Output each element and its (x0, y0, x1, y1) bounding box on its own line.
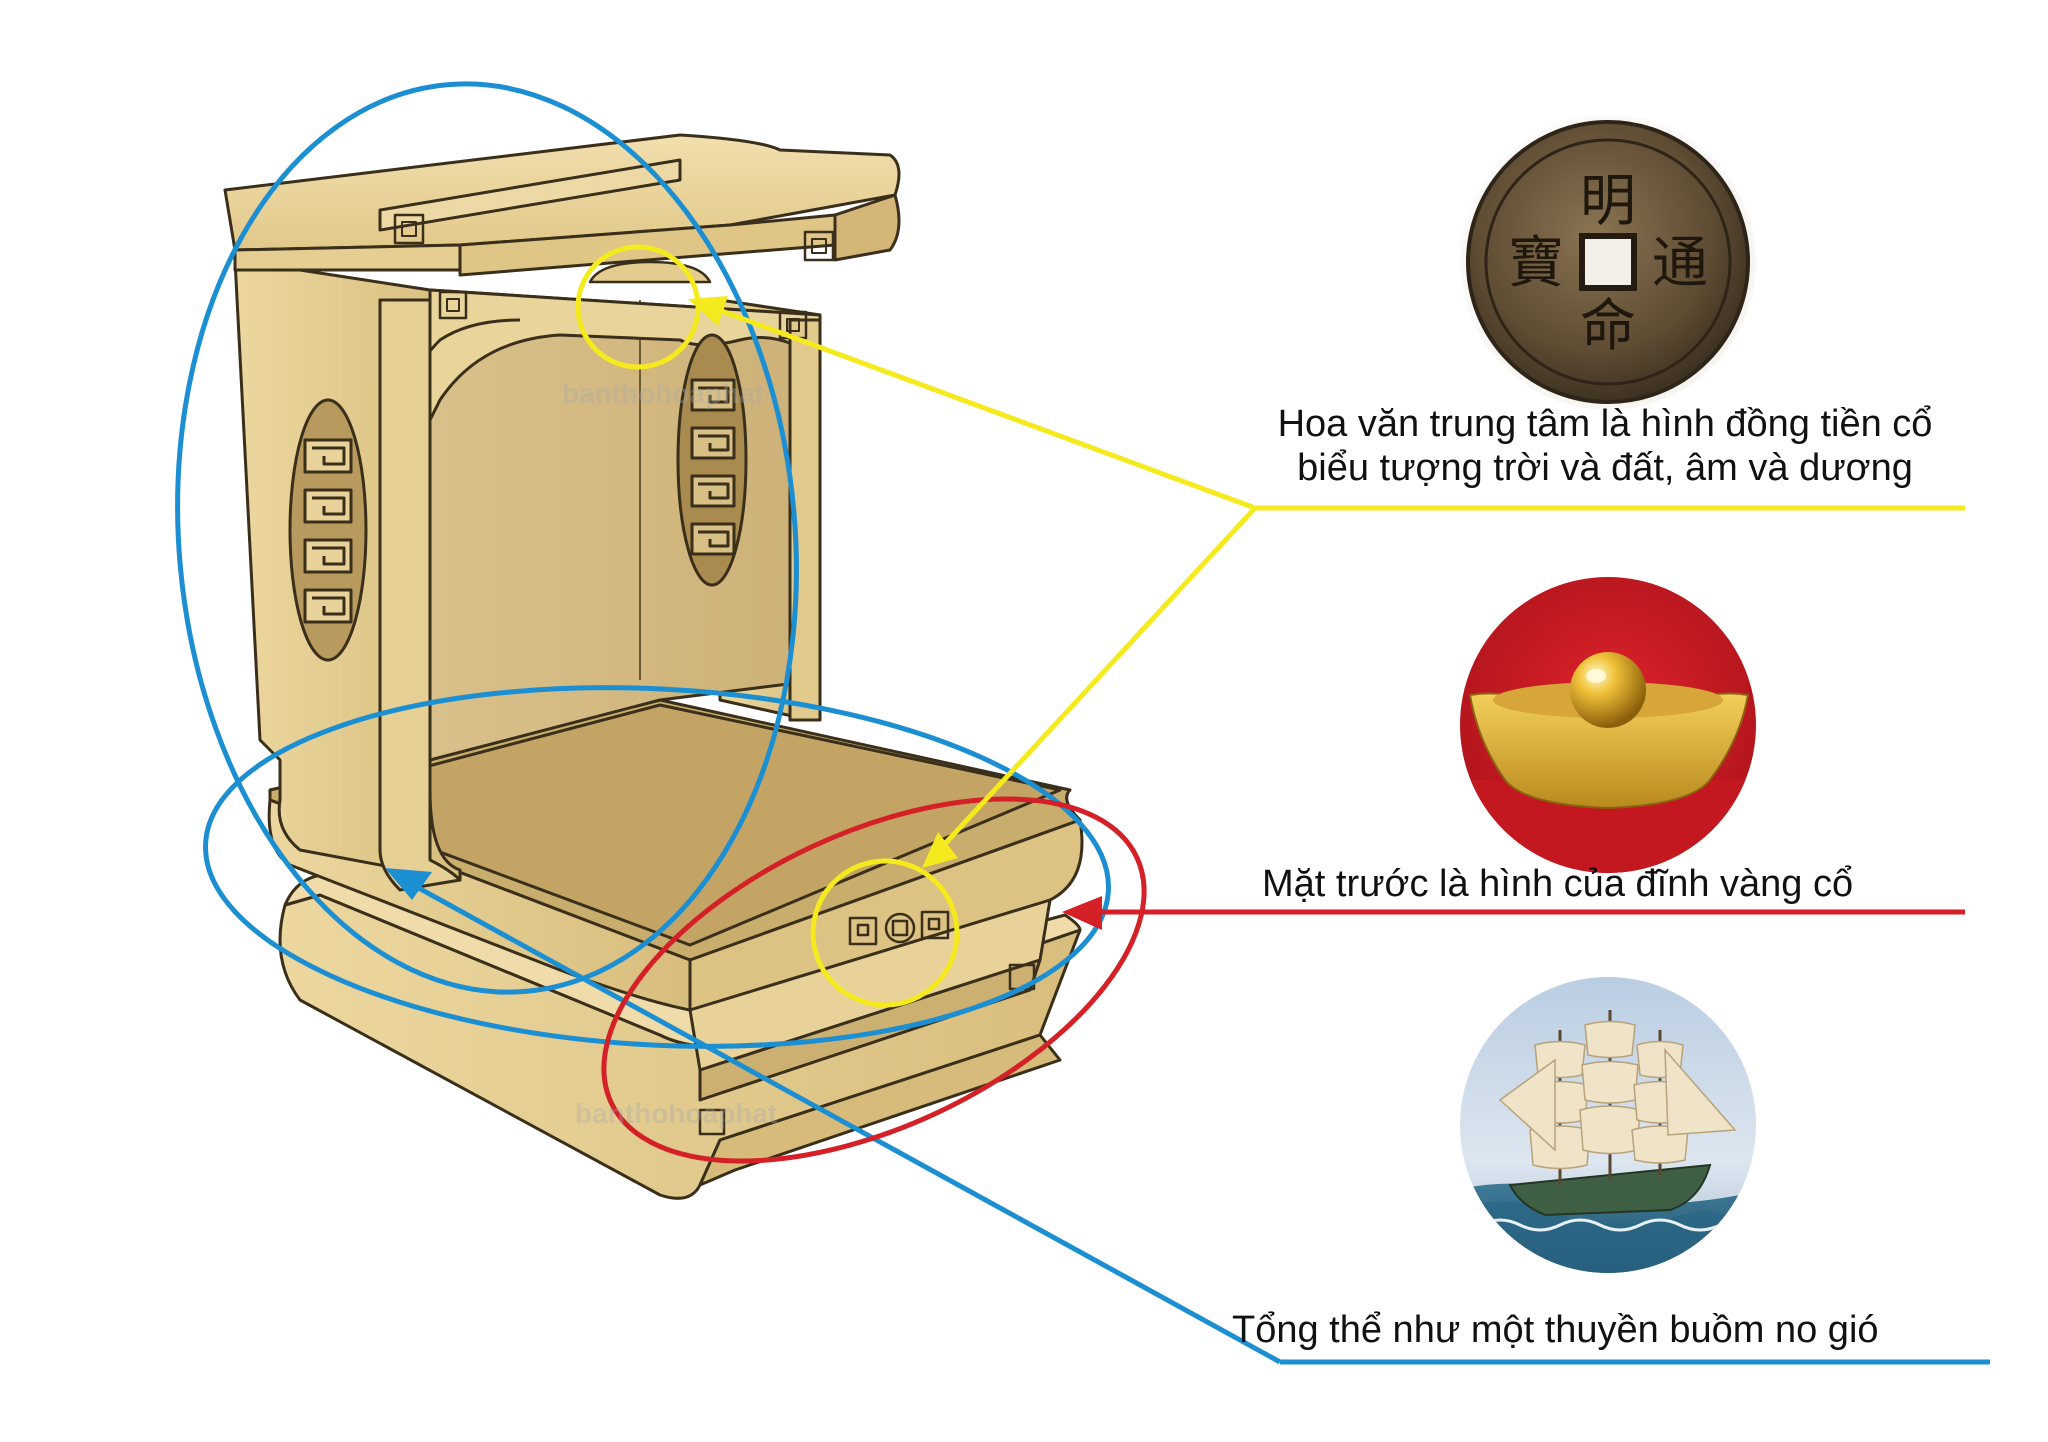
front-coin-motif (848, 910, 950, 946)
altar (223, 133, 1084, 1200)
watermark-2: banthohoaphat (575, 1098, 778, 1129)
yellow-arrowhead-top (688, 296, 728, 326)
caption-coin-line2: biểu tượng trời và đất, âm và dương (1297, 447, 1913, 489)
red-arrowhead (1062, 896, 1102, 930)
coin-icon (1460, 114, 1756, 410)
gold-ingot-icon (1460, 577, 1756, 873)
yellow-callout (575, 244, 1965, 1008)
blue-callout (175, 81, 1990, 1365)
caption-ship: Tổng thể như một thuyền buồm no gió (1232, 1309, 1879, 1351)
blue-ellipse-lower (203, 685, 1111, 1049)
coin-char-top: 明 (1580, 169, 1636, 234)
watermark-1: banthohoaphat (562, 378, 765, 409)
coin-char-left: 寶 (1508, 231, 1564, 296)
red-ellipse (601, 796, 1147, 1164)
coin-char-bottom: 命 (1580, 294, 1636, 359)
sailing-ship-icon (1460, 977, 1756, 1273)
blue-ellipse-upper (175, 81, 799, 995)
caption-coin: Hoa văn trung tâm là hình đồng tiền cổ b… (1225, 402, 1985, 490)
caption-coin-line1: Hoa văn trung tâm là hình đồng tiền cổ (1277, 403, 1933, 445)
back-carving (676, 333, 748, 587)
yellow-circle-front (810, 858, 960, 1008)
yellow-arrowhead-front (922, 832, 958, 868)
caption-ingot: Mặt trước là hình của đĩnh vàng cổ (1262, 863, 1854, 905)
red-callout (601, 796, 1965, 1164)
coin-char-right: 通 (1652, 231, 1708, 296)
blue-arrowhead (385, 868, 432, 900)
left-carving (288, 398, 368, 662)
